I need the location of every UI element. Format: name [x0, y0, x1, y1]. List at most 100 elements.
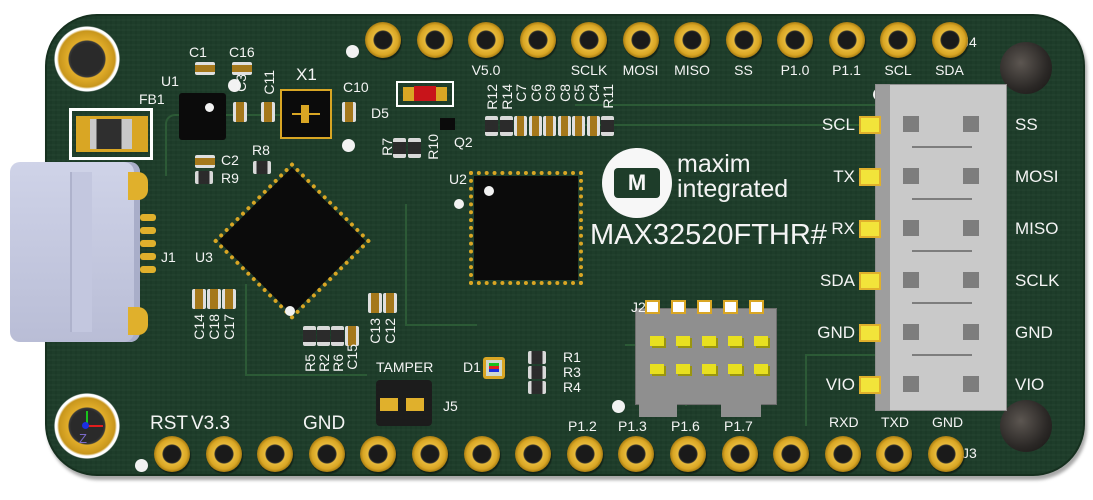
- j2-pin: [702, 336, 716, 346]
- pcb-trace: [575, 104, 975, 106]
- c18-label: C18: [206, 314, 222, 340]
- c16-capacitor: [232, 62, 252, 75]
- side-right-label: MOSI: [1015, 167, 1059, 186]
- header-pin[interactable]: [515, 436, 552, 472]
- header-pin-label: TXD: [881, 414, 909, 430]
- u2-chip: [469, 171, 583, 285]
- header-pin-label: P1.1: [832, 62, 861, 78]
- header-pin[interactable]: [463, 436, 500, 472]
- j2-pad: [749, 300, 764, 314]
- board-name: MAX32520FTHR#: [590, 219, 827, 251]
- pcb-trace: [805, 354, 877, 426]
- header-pin[interactable]: [519, 22, 556, 58]
- side-right-label: MISO: [1015, 219, 1059, 238]
- header-pin[interactable]: [618, 436, 655, 472]
- r5-resistor: [303, 326, 316, 346]
- usb-connector-j1[interactable]: [10, 162, 140, 342]
- side-right-label: SS: [1015, 115, 1038, 134]
- side-pad: [859, 272, 881, 290]
- pcb-board: Z J4 J3 FB1 U1 C1 C16 C3 C11 X1 C10: [10, 14, 1085, 476]
- c13-capacitor: [368, 293, 382, 313]
- header-pin[interactable]: [257, 436, 294, 472]
- capacitor: [586, 116, 600, 136]
- header-pin[interactable]: [622, 22, 659, 58]
- capacitor: [528, 116, 542, 136]
- r8-label: R8: [252, 142, 270, 158]
- header-pin[interactable]: [468, 22, 504, 58]
- z-axis-label: Z: [79, 431, 87, 446]
- header-pin[interactable]: [773, 436, 810, 472]
- fiducial-dot: [346, 45, 359, 58]
- j2-pin: [728, 336, 742, 346]
- capacitor: [514, 116, 527, 136]
- connector-contact: [903, 324, 919, 340]
- header-pin[interactable]: [416, 22, 453, 58]
- usb-pin-pad: [140, 266, 156, 273]
- header-pin[interactable]: [876, 436, 913, 472]
- r10-label: R10: [425, 134, 441, 160]
- r6-resistor: [331, 326, 344, 346]
- header-pin[interactable]: [824, 436, 861, 472]
- c18-capacitor: [207, 289, 221, 309]
- header-pin[interactable]: [674, 22, 710, 58]
- header-pin-label: RXD: [829, 414, 859, 430]
- component-label: R14: [498, 84, 515, 110]
- connector-key: [912, 302, 972, 304]
- side-pad: [859, 376, 881, 394]
- header-pin[interactable]: [566, 436, 603, 472]
- header-pin[interactable]: [725, 22, 762, 58]
- drill-hole-top-right: [1000, 42, 1052, 94]
- header-pin[interactable]: [205, 436, 242, 472]
- header-pin[interactable]: [670, 436, 706, 472]
- header-pin[interactable]: [880, 22, 916, 58]
- u1-label: U1: [161, 73, 179, 89]
- header-pin[interactable]: [308, 436, 345, 472]
- tamper-jumper-j5[interactable]: [376, 380, 432, 426]
- header-pin[interactable]: [365, 22, 401, 58]
- header-pin[interactable]: [777, 22, 813, 58]
- header-pin-label: V3.3: [191, 413, 231, 434]
- header-pin-label: SCL: [884, 62, 912, 78]
- j2-pad: [645, 300, 660, 314]
- header-pin[interactable]: [721, 436, 758, 472]
- j2-pin: [676, 336, 690, 346]
- c12-label: C12: [382, 318, 398, 344]
- j5-label: J5: [443, 398, 458, 414]
- r3-label: R3: [563, 364, 581, 380]
- x1-crystal: [280, 89, 332, 139]
- header-pin[interactable]: [828, 22, 865, 58]
- component-label: C7: [513, 84, 529, 102]
- fiducial-dot: [612, 400, 625, 413]
- c13-label: C13: [367, 318, 383, 344]
- r9-label: R9: [221, 170, 239, 186]
- header-pin[interactable]: [412, 436, 448, 472]
- c3-capacitor: [233, 102, 247, 122]
- fiducial-dot: [135, 459, 148, 472]
- component-label: C4: [585, 84, 602, 102]
- c2-capacitor: [195, 155, 215, 168]
- r3-resistor: [528, 366, 546, 379]
- connector-contact: [903, 168, 919, 184]
- c15-label: C15: [344, 344, 360, 370]
- r9-resistor: [195, 171, 213, 184]
- d1-rgb-led: [483, 357, 505, 379]
- connector-key: [912, 198, 972, 200]
- r6-label: R6: [330, 354, 346, 372]
- u2-pin1-dot: [454, 199, 464, 209]
- resistor: [601, 116, 614, 136]
- header-pin[interactable]: [931, 22, 968, 58]
- header-pin[interactable]: [360, 436, 397, 472]
- header-pin-label: P1.0: [780, 62, 810, 78]
- header-pin-label: MISO: [674, 62, 710, 78]
- c11-capacitor: [261, 102, 275, 122]
- j2-label: J2: [631, 299, 646, 315]
- header-pin[interactable]: [571, 22, 607, 58]
- j2-connector[interactable]: [635, 308, 777, 417]
- r1-resistor: [528, 351, 546, 364]
- component-label: C8: [556, 84, 573, 102]
- usb-pin-pad: [140, 214, 156, 221]
- connector-key: [912, 146, 972, 148]
- header-pin[interactable]: [928, 436, 964, 472]
- d5-led: [396, 81, 454, 107]
- header-pin[interactable]: [154, 436, 190, 472]
